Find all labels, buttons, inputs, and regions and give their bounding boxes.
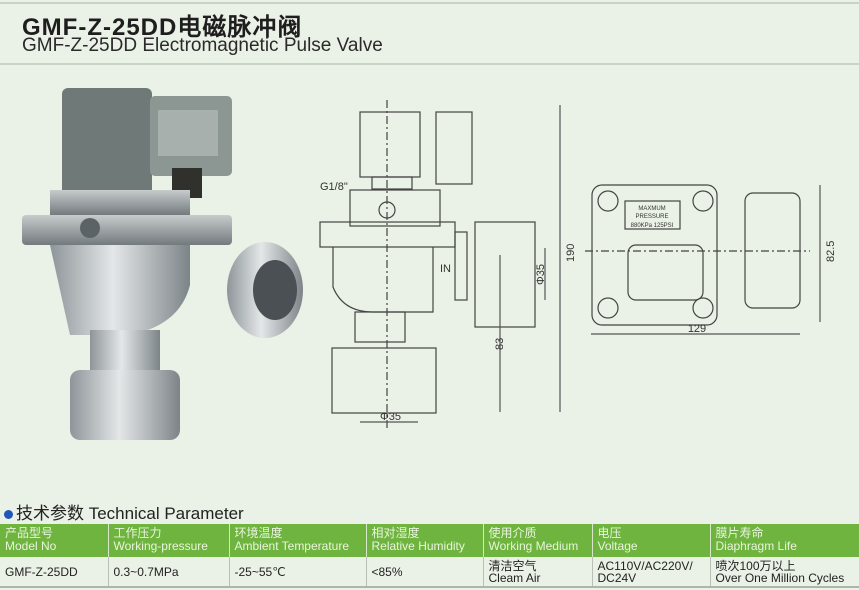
side-view-drawing xyxy=(319,100,561,430)
cell-humidity: <85% xyxy=(366,557,484,588)
inlet-label: IN xyxy=(440,263,451,275)
title-rule xyxy=(0,63,859,65)
plate-text-1: MAXMUM xyxy=(638,206,665,212)
bullet-icon xyxy=(4,510,13,519)
page-title: GMF-Z-25DD电磁脉冲阀 xyxy=(22,14,303,41)
inlet-dia-label: Φ35 xyxy=(535,264,547,285)
top-rule xyxy=(0,2,859,4)
cell-pressure: 0.3~0.7MPa xyxy=(108,557,230,588)
cell-voltage: AC110V/AC220V/DC24V xyxy=(592,557,711,588)
plate-text-3: 880KPa 125PSI xyxy=(631,223,674,229)
section-title: 技术参数 Technical Parameter xyxy=(4,499,244,524)
top-view-drawing xyxy=(585,184,821,335)
height-inlet-label: 83 xyxy=(494,338,506,350)
cell-model: GMF-Z-25DD xyxy=(0,557,109,588)
plate-text-2: PRESSURE xyxy=(635,214,668,220)
valve-illustration: G1/8" IN Φ35 Φ35 190 83 MAXMUM PRESSURE … xyxy=(22,88,837,440)
outlet-dia-label: Φ35 xyxy=(380,411,401,423)
port-label: G1/8" xyxy=(320,181,348,193)
page-subtitle: GMF-Z-25DD Electromagnetic Pulse Valve xyxy=(22,35,383,56)
height-total-label: 190 xyxy=(565,244,577,262)
depth-label: 82.5 xyxy=(825,241,837,262)
width-label: 129 xyxy=(688,323,706,335)
valve-photo xyxy=(22,88,303,440)
cell-temperature: -25~55℃ xyxy=(229,557,367,588)
